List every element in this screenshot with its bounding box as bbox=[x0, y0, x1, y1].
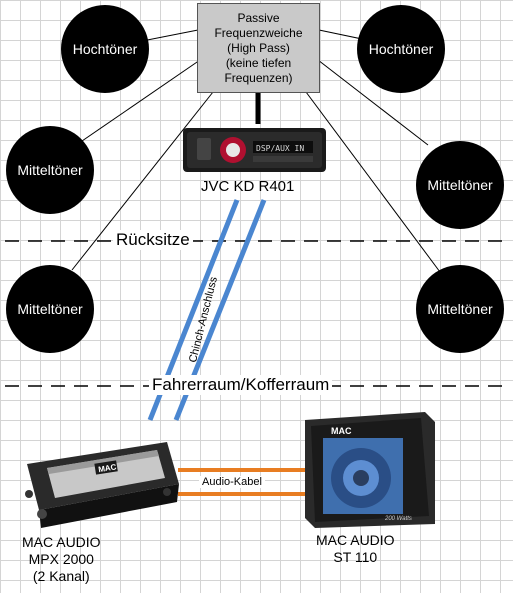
subwoofer-badge: MAC bbox=[331, 426, 352, 436]
radio-display-text: DSP/AUX IN bbox=[256, 144, 304, 153]
wire-mid-rear-right bbox=[305, 91, 441, 273]
crossover-line-5: Frequenzen) bbox=[224, 70, 293, 85]
wire-mid-rear-left bbox=[71, 91, 214, 271]
mid-front-left: Mitteltöner bbox=[6, 126, 94, 214]
crossover-line-1: Passive bbox=[237, 10, 280, 25]
tweeter-right-label: Hochtöner bbox=[368, 41, 434, 57]
crossover-line-3: (High Pass) bbox=[227, 40, 290, 55]
passive-crossover-box: Passive Frequenzweiche (High Pass) (kein… bbox=[197, 3, 320, 93]
wire-mid-front-left bbox=[81, 59, 201, 142]
amplifier-label: MAC AUDIO MPX 2000 (2 Kanal) bbox=[22, 534, 101, 585]
tweeter-left: Hochtöner bbox=[61, 5, 149, 93]
amplifier-line-2: MPX 2000 bbox=[28, 551, 94, 567]
mid-front-left-label: Mitteltöner bbox=[17, 162, 83, 178]
subwoofer-line-1: MAC AUDIO bbox=[316, 532, 395, 548]
jvc-radio-image: DSP/AUX IN bbox=[183, 128, 326, 172]
subwoofer-watts: 200 Watts bbox=[384, 516, 412, 522]
radio-label: JVC KD R401 bbox=[201, 178, 295, 195]
zone-cabin-trunk: Fahrerraum/Kofferraum bbox=[149, 375, 333, 395]
mid-rear-left: Mitteltöner bbox=[6, 265, 94, 353]
amplifier-line-1: MAC AUDIO bbox=[22, 534, 101, 550]
mid-front-right: Mitteltöner bbox=[416, 141, 504, 229]
subwoofer-label: MAC AUDIO ST 110 bbox=[316, 532, 395, 566]
mid-front-right-label: Mitteltöner bbox=[427, 177, 493, 193]
amplifier-image: MAC bbox=[25, 442, 179, 528]
crossover-line-4: (keine tiefen bbox=[225, 55, 292, 70]
mid-rear-left-label: Mitteltöner bbox=[17, 301, 83, 317]
tweeter-right: Hochtöner bbox=[357, 5, 445, 93]
zone-rear-seats: Rücksitze bbox=[113, 230, 193, 250]
audio-cable-label: Audio-Kabel bbox=[199, 476, 265, 488]
crossover-line-2: Frequenzweiche bbox=[214, 25, 303, 40]
subwoofer-image: MAC 200 Watts bbox=[305, 412, 435, 528]
tweeter-left-label: Hochtöner bbox=[72, 41, 138, 57]
mid-rear-right: Mitteltöner bbox=[416, 265, 504, 353]
amplifier-line-3: (2 Kanal) bbox=[32, 568, 90, 584]
amplifier-badge: MAC bbox=[98, 462, 118, 474]
subwoofer-line-2: ST 110 bbox=[333, 549, 378, 565]
mid-rear-right-label: Mitteltöner bbox=[427, 301, 493, 317]
wire-mid-front-right bbox=[317, 59, 429, 146]
